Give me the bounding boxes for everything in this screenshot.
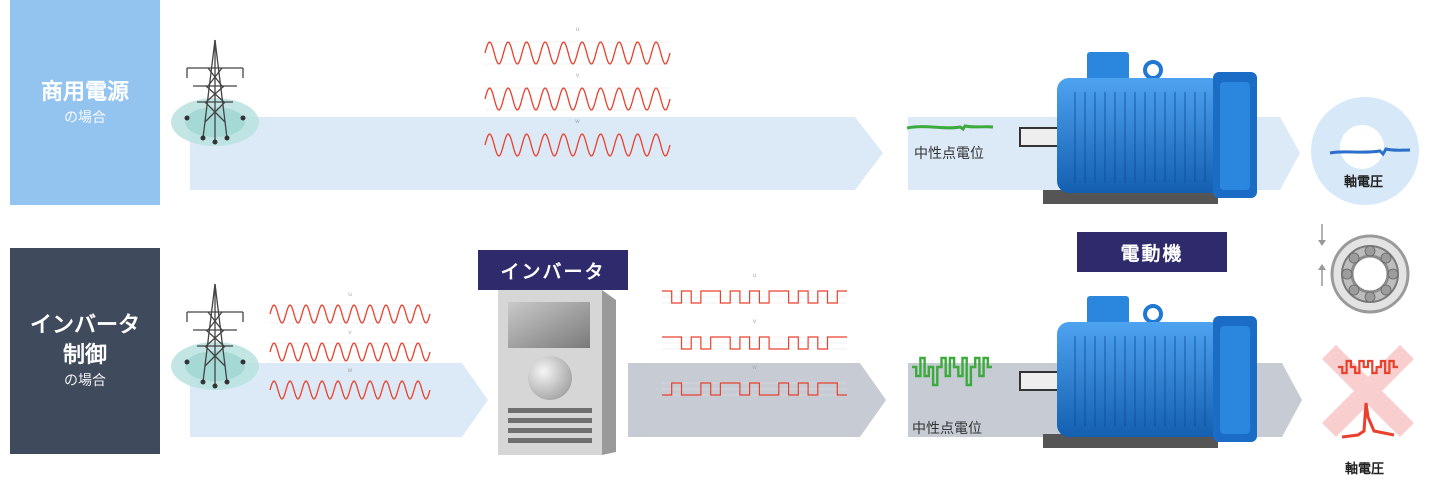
phase-label: w <box>575 118 580 125</box>
row-title-inverter-line2: 制御 <box>62 343 107 368</box>
phase-label: v <box>576 72 580 79</box>
phase-label: w <box>348 367 353 374</box>
sine-wave <box>484 41 671 65</box>
pwm-wave <box>662 382 847 396</box>
ball-bearing-icon <box>1318 224 1410 314</box>
phase-label: u <box>753 272 757 279</box>
row-title-commercial: 商用電源 <box>40 79 129 105</box>
neutral-point-label-bottom: 中性点電位 <box>912 421 982 437</box>
electric-motor-icon <box>1019 296 1257 448</box>
shaft-voltage-label-top: 軸電圧 <box>1344 175 1384 190</box>
power-tower-icon <box>171 39 259 146</box>
phase-label: u <box>576 26 580 33</box>
pwm-waves: u v w <box>662 272 847 396</box>
sine-wave <box>269 342 431 362</box>
sine-wave <box>484 87 671 111</box>
waveform-panel-commercial: u v w <box>484 20 671 170</box>
sine-wave <box>269 380 431 400</box>
pwm-wave <box>662 336 847 350</box>
row-title-inverter-line1: インバータ <box>29 313 140 338</box>
shaft-voltage-label-bottom: 軸電圧 <box>1345 462 1385 477</box>
neutral-point-wave-bottom <box>912 356 992 387</box>
inverter-cabinet-icon <box>498 290 616 455</box>
neutral-stepped-wave <box>912 356 992 387</box>
inverter-tag: インバータ <box>478 250 628 290</box>
phase-label: v <box>753 318 757 325</box>
sine-wave <box>484 133 671 157</box>
shaft-voltage-cross-bottom <box>1322 345 1414 439</box>
sine-waves-input: u v w <box>269 291 431 400</box>
motor-tag: 電動機 <box>1077 232 1227 272</box>
row-label-inverter: インバータ 制御 の場合 <box>10 248 160 454</box>
row-subtitle-commercial: の場合 <box>64 109 106 126</box>
power-tower-icon <box>171 283 259 390</box>
electric-motor-icon <box>1019 52 1257 204</box>
neutral-point-wave-top <box>906 124 994 132</box>
pwm-wave <box>662 290 847 304</box>
phase-label: w <box>752 364 757 371</box>
waveform-panel-pwm: u v w <box>662 270 847 410</box>
sine-wave <box>269 304 431 324</box>
sine-waves-commercial: u v w <box>484 26 671 157</box>
phase-label: u <box>348 291 352 298</box>
phase-label: v <box>348 329 352 336</box>
neutral-point-label-top: 中性点電位 <box>914 146 984 162</box>
row-subtitle-inverter: の場合 <box>64 373 106 389</box>
shaft-voltage-circle-top <box>1311 97 1419 205</box>
waveform-panel-input: u v w <box>269 285 431 410</box>
row-label-commercial: 商用電源 の場合 <box>10 0 160 205</box>
